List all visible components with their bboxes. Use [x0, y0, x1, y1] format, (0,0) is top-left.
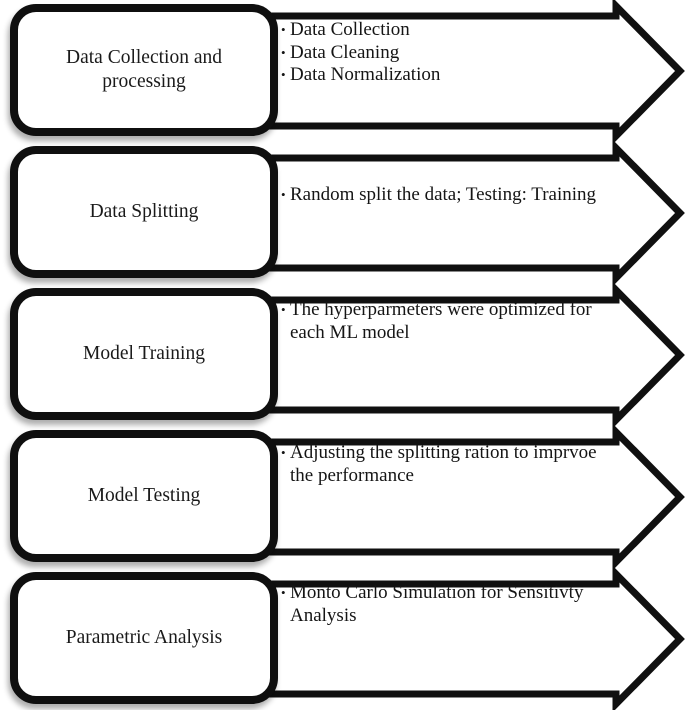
right-arrow-icon: [251, 565, 685, 710]
bullet-item: • Data Cleaning: [281, 42, 621, 65]
bullet-text: Adjusting the splitting ration to imprvo…: [290, 442, 597, 486]
step-details-2: • Random split the data; Testing: Traini…: [281, 184, 621, 207]
bullet-text: The hyperparmeters were optimized for ea…: [290, 299, 592, 343]
bullet-text: Monto Carlo Simulation for Sensitivty An…: [290, 582, 584, 626]
right-arrow-icon: [251, 139, 685, 287]
bullet-icon: •: [281, 22, 286, 37]
step-title: Data Splitting: [89, 201, 199, 222]
bullet-item: • Random split the data; Testing: Traini…: [281, 184, 621, 207]
step-box-model-training: Model Training: [10, 288, 278, 420]
bullet-icon: •: [281, 585, 286, 600]
bullet-item: • Adjusting the splitting ration to impr…: [281, 442, 621, 487]
bullet-icon: •: [281, 302, 286, 317]
process-step-row-5: • Monto Carlo Simulation for Sensitivty …: [0, 565, 685, 710]
bullet-text: Data Cleaning: [290, 41, 400, 63]
bullet-item: • Data Normalization: [281, 64, 621, 87]
process-step-row-3: • The hyperparmeters were optimized for …: [0, 281, 685, 429]
process-step-row-2: • Random split the data; Testing: Traini…: [0, 139, 685, 287]
bullet-item: • Data Collection: [281, 19, 621, 42]
step-box-model-testing: Model Testing: [10, 430, 278, 562]
right-arrow-icon: [251, 281, 685, 429]
bullet-item: • Monto Carlo Simulation for Sensitivty …: [281, 582, 621, 627]
bullet-text: Data Collection: [290, 19, 410, 40]
bullet-icon: •: [281, 187, 286, 202]
step-title: Parametric Analysis: [65, 627, 223, 648]
process-step-row-4: • Adjusting the splitting ration to impr…: [0, 423, 685, 571]
step-box-data-splitting: Data Splitting: [10, 146, 278, 278]
process-step-row-1: • Data Collection • Data Cleaning • Data…: [0, 0, 685, 145]
step-details-1: • Data Collection • Data Cleaning • Data…: [281, 19, 621, 87]
step-title: Model Testing: [87, 485, 201, 506]
bullet-text: Random split the data; Testing: Training: [290, 184, 597, 205]
bullet-icon: •: [281, 445, 286, 460]
bullet-icon: •: [281, 44, 286, 60]
step-title: Data Collection and processing: [66, 47, 222, 92]
right-arrow-icon: [251, 0, 685, 145]
right-arrow-icon: [251, 423, 685, 571]
step-details-5: • Monto Carlo Simulation for Sensitivty …: [281, 582, 621, 627]
bullet-text: Data Normalization: [290, 64, 441, 85]
step-title: Model Training: [83, 343, 205, 364]
step-details-3: • The hyperparmeters were optimized for …: [281, 299, 621, 344]
bullet-icon: •: [281, 67, 286, 82]
step-box-data-collection: Data Collection and processing: [10, 4, 278, 136]
step-details-4: • Adjusting the splitting ration to impr…: [281, 442, 621, 487]
step-box-parametric-analysis: Parametric Analysis: [10, 572, 278, 704]
bullet-item: • The hyperparmeters were optimized for …: [281, 299, 621, 344]
